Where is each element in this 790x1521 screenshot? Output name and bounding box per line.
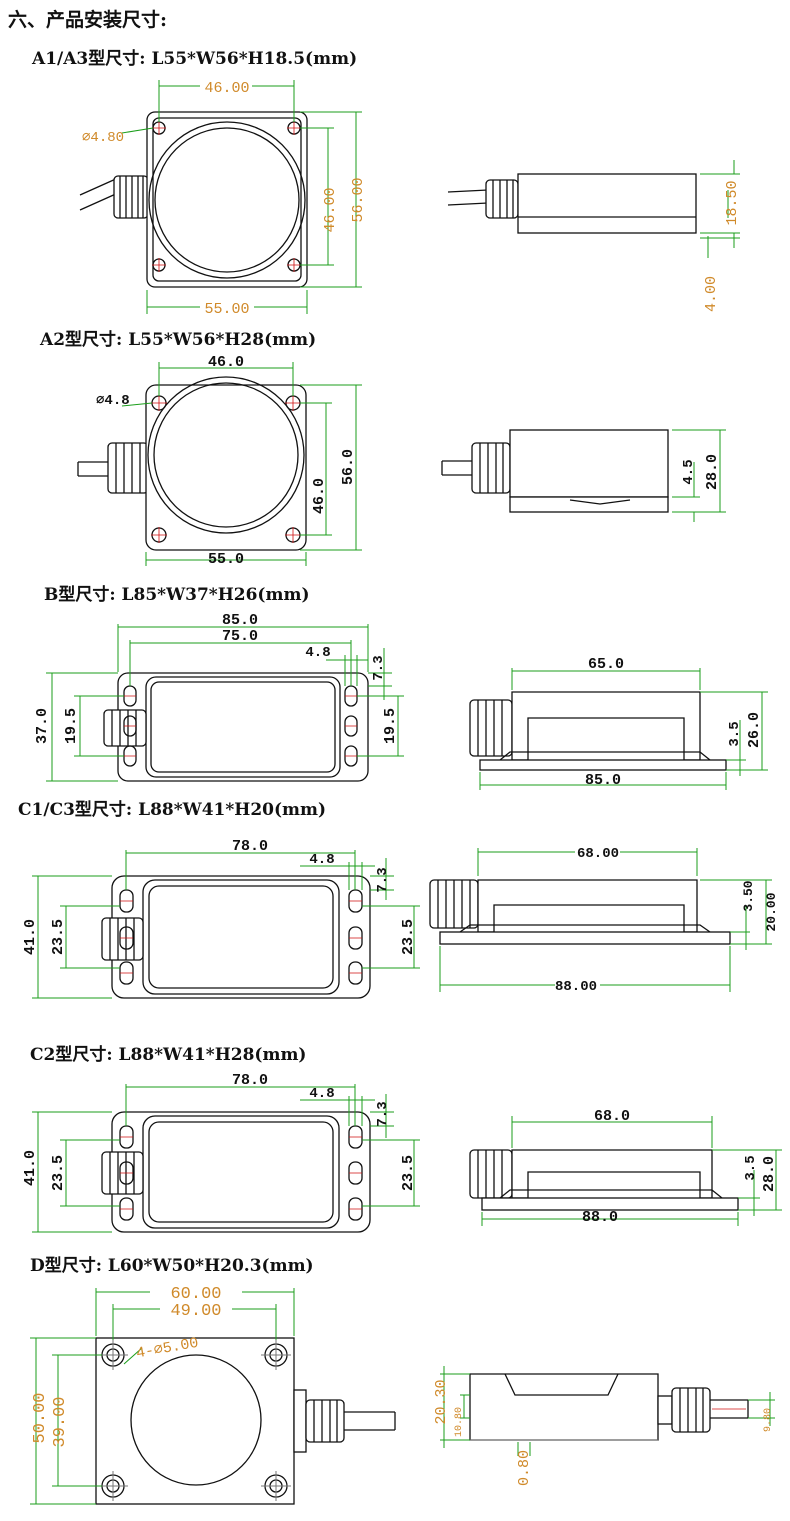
dim-side-height: 20.30 [433,1379,450,1424]
dim-side-base: 4.00 [703,276,720,312]
dim-edge: 7.3 [375,867,391,892]
section-a2: A2型尺寸: L55*W56*H28(mm) 46.0 ⌀4.8 56.0 46… [39,329,726,568]
dim-side-top: 65.0 [588,656,624,673]
dim-holes: 78.0 [232,838,268,855]
dim-side-bottom: 88.00 [555,979,597,995]
section-title: B型尺寸: L85*W37*H26(mm) [44,584,309,605]
c1c3-side-view [429,879,731,945]
dim-side-height: 28.0 [704,454,721,490]
d-side-dimensions: 20.30 10.80 0.80 9.80 [433,1366,775,1486]
a2-side-dimensions: 4.5 28.0 [672,429,726,522]
dim-height-inner: 39.00 [51,1396,70,1447]
a1a3-front-dimensions: 46.00 ⌀4.80 56.00 46.00 55.00 [82,80,367,318]
dim-hole: ⌀4.80 [82,130,124,146]
dim-height: 41.0 [22,919,39,955]
c1c3-top-view [101,875,371,999]
dim-cable: 9.80 [763,1408,774,1432]
b-side-dimensions: 65.0 3.5 26.0 85.0 [479,656,768,790]
page-heading: 六、产品安装尺寸: [8,8,167,31]
c1c3-side-dimensions: 68.00 3.50 20.00 88.00 [439,846,779,995]
dim-hole: ⌀4.8 [96,393,130,409]
a1a3-front-view [79,111,308,288]
dim-edge: 7.3 [375,1101,391,1126]
dim-inner-right: 19.5 [382,708,399,744]
dim-holes: 78.0 [232,1072,268,1089]
dim-top-width: 46.0 [208,354,244,371]
c2-side-view [469,1149,739,1211]
b-side-view [469,691,727,771]
dim-side-small: 3.5 [743,1155,759,1180]
b-top-dimensions: 85.0 75.0 4.8 7.3 37.0 19.5 19.5 [34,612,404,782]
dim-bottom-width: 55.00 [204,301,249,318]
a1a3-side-view [447,173,697,234]
dim-bottom-width: 55.0 [208,551,244,568]
dim-height-inner: 46.00 [322,187,339,232]
dim-side-bottom: 0.80 [516,1450,533,1486]
a1a3-side-dimensions: 18.50 4.00 [700,160,741,312]
d-side-view [469,1373,749,1441]
a2-front-dimensions: 46.0 ⌀4.8 56.0 46.0 55.0 [96,354,362,568]
dim-inner-right: 23.5 [400,919,417,955]
dim-inner-left: 23.5 [50,919,67,955]
dim-side-small: 4.5 [681,459,697,484]
dim-overall: 60.00 [170,1285,221,1304]
dim-slot: 4.8 [305,645,330,661]
section-title: A2型尺寸: L55*W56*H28(mm) [39,329,316,350]
c1c3-top-dimensions: 78.0 4.8 7.3 41.0 23.5 23.5 [22,838,420,999]
dim-side-height: 26.0 [746,712,763,748]
dim-top-width: 46.00 [204,80,249,97]
dim-height-outer: 50.00 [31,1392,50,1443]
dim-slot: 4.8 [309,1086,334,1102]
section-c1c3: C1/C3型尺寸: L88*W41*H20(mm) 78.0 4.8 7.3 4… [18,799,779,999]
dim-inner-left: 23.5 [50,1155,67,1191]
dim-side-height: 18.50 [724,180,741,225]
section-title: A1/A3型尺寸: L55*W56*H18.5(mm) [31,48,357,69]
section-title: C2型尺寸: L88*W41*H28(mm) [30,1044,306,1065]
dim-height: 37.0 [34,708,51,744]
c2-side-dimensions: 68.0 3.5 28.0 88.0 [481,1108,782,1226]
dim-inner-left: 19.5 [63,708,80,744]
dim-side-height: 28.0 [761,1156,778,1192]
a2-side-view [441,429,669,513]
dim-edge: 7.3 [371,655,387,680]
section-title: D型尺寸: L60*W50*H20.3(mm) [30,1255,314,1276]
c2-top-dimensions: 78.0 4.8 7.3 41.0 23.5 23.5 [22,1072,420,1233]
dim-height: 41.0 [22,1150,39,1186]
c2-top-view [101,1111,371,1233]
section-c2: C2型尺寸: L88*W41*H28(mm) 78.0 4.8 7.3 41.0 [22,1044,782,1233]
dim-side-small: 3.50 [741,880,756,911]
dim-height-inner: 46.0 [311,478,328,514]
dim-side-bottom: 88.0 [582,1209,618,1226]
dim-side-top: 68.0 [594,1108,630,1125]
dim-overall: 85.0 [222,612,258,629]
d-front-view [95,1337,396,1505]
dim-side-top: 68.00 [577,846,619,862]
section-a1a3: A1/A3型尺寸: L55*W56*H18.5(mm) 46.00 ⌀4.80 … [31,48,741,318]
dim-height-outer: 56.0 [340,449,357,485]
dim-height-outer: 56.00 [350,177,367,222]
b-top-view [103,672,369,782]
dim-side-height: 20.00 [764,892,779,931]
dim-holes: 49.00 [170,1302,221,1321]
dim-inner-right: 23.5 [400,1155,417,1191]
section-title: C1/C3型尺寸: L88*W41*H20(mm) [18,799,326,820]
dim-side-mid: 10.80 [454,1407,465,1437]
section-d: D型尺寸: L60*W50*H20.3(mm) 60.00 49.00 4-⌀5… [30,1255,775,1505]
dim-slot: 4.8 [309,852,334,868]
section-b: B型尺寸: L85*W37*H26(mm) 85.0 75.0 4.8 7.3 [34,584,768,790]
d-front-dimensions: 60.00 49.00 4-⌀5.00 50.00 39.00 [30,1285,295,1505]
dim-side-small: 3.5 [727,721,743,746]
dim-side-bottom: 85.0 [585,772,621,789]
dim-holes: 75.0 [222,628,258,645]
